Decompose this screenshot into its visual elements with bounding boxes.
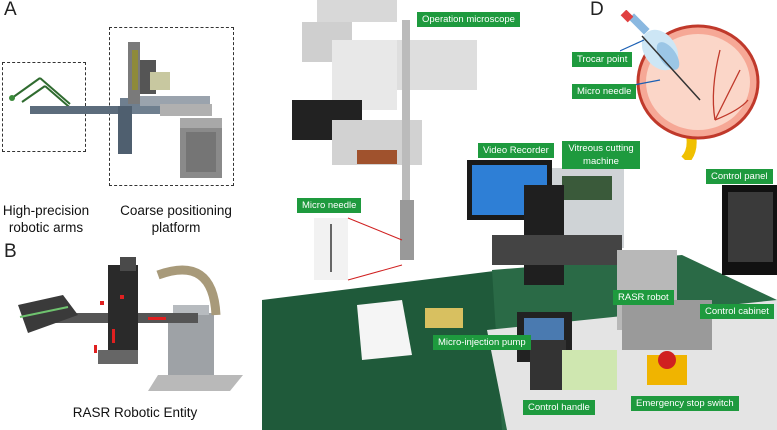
panel-d-letter: D <box>590 0 604 20</box>
control-panel-tag: Control panel <box>706 169 773 184</box>
control-cabinet-tag: Control cabinet <box>700 304 774 319</box>
rasr-robot-tag: RASR robot <box>613 290 674 305</box>
control-handle-tag: Control handle <box>523 400 595 415</box>
panel-d-eye-diagram <box>620 10 760 160</box>
micro-injection-pump-tag: Micro-injection pump <box>433 335 531 350</box>
platform-label-line2: platform <box>151 220 201 235</box>
panel-b-caption: RASR Robotic Entity <box>72 405 198 420</box>
trocar-point-tag: Trocar point <box>572 52 633 67</box>
emergency-stop-switch-tag: Emergency stop switch <box>631 396 739 411</box>
robotic-arms-label-line2: robotic arms <box>8 220 84 235</box>
robotic-arms-label-line1: High-precision <box>2 203 90 218</box>
panel-b-letter: B <box>4 241 17 262</box>
vitreous-cutting-machine-tag: Vitreous cutting machine <box>562 141 640 169</box>
eye-micro-needle-tag: Micro needle <box>572 84 637 99</box>
operation-microscope-tag: Operation microscope <box>417 12 520 27</box>
panel-b-robot-photo <box>18 257 243 391</box>
platform-label-line1: Coarse positioning <box>120 203 232 218</box>
robotic-arms-label: High-precision robotic arms <box>0 202 92 236</box>
video-recorder-tag: Video Recorder <box>478 143 554 158</box>
panel-a-robot-model <box>9 42 222 178</box>
micro-needle-inset-tag: Micro needle <box>297 198 362 213</box>
panel-a-letter: A <box>4 0 17 20</box>
platform-label: Coarse positioning platform <box>111 202 241 236</box>
